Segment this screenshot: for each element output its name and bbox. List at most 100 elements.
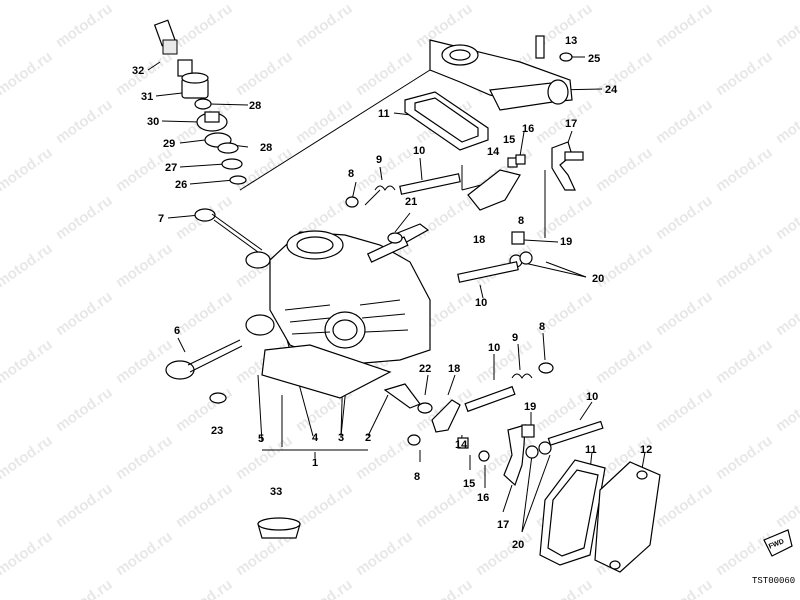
- watermark-text: motod.ru: [713, 48, 776, 99]
- callout-15: 15: [463, 478, 475, 490]
- watermark-text: motod.ru: [773, 0, 800, 51]
- watermark-text: motod.ru: [593, 144, 656, 195]
- watermark-text: motod.ru: [593, 48, 656, 99]
- callout-19: 19: [524, 401, 536, 413]
- callout-9: 9: [376, 154, 382, 166]
- callout-24: 24: [605, 84, 618, 96]
- watermark-text: motod.ru: [653, 288, 716, 339]
- callout-26: 26: [175, 179, 187, 191]
- callout-22: 22: [419, 363, 431, 375]
- watermark-text: motod.ru: [233, 48, 296, 99]
- watermark-text: motod.ru: [113, 336, 176, 387]
- callout-labels: 32 31 28 30 29 28 27 26 13 25 24 11 15 1…: [132, 35, 652, 551]
- callout-17: 17: [497, 519, 509, 531]
- callout-28: 28: [249, 100, 261, 112]
- watermark-text: motod.ru: [0, 0, 56, 3]
- watermark-text: motod.ru: [53, 480, 116, 531]
- watermark-text: motod.ru: [173, 288, 236, 339]
- watermark-text: motod.ru: [773, 384, 800, 435]
- callout-4: 4: [312, 432, 319, 444]
- callout-8: 8: [539, 321, 545, 333]
- callout-14: 14: [487, 146, 500, 158]
- callout-13: 13: [565, 35, 577, 47]
- callout-32: 32: [132, 65, 144, 77]
- watermark-text: motod.ru: [53, 288, 116, 339]
- watermark-text: motod.ru: [593, 0, 656, 3]
- callout-16: 16: [477, 492, 489, 504]
- watermark-text: motod.ru: [653, 480, 716, 531]
- watermark-text: motod.ru: [293, 480, 356, 531]
- callout-30: 30: [147, 116, 159, 128]
- callout-31: 31: [141, 91, 153, 103]
- callout-28: 28: [260, 142, 272, 154]
- callout-8: 8: [414, 471, 420, 483]
- watermark-text: motod.ru: [773, 480, 800, 531]
- callout-2: 2: [365, 432, 371, 444]
- watermark-text: motod.ru: [293, 0, 356, 51]
- watermark-text: motod.ru: [473, 528, 536, 579]
- watermark-text: motod.ru: [173, 480, 236, 531]
- callout-9: 9: [512, 332, 518, 344]
- callout-25: 25: [588, 53, 600, 65]
- watermark-text: motod.ru: [53, 0, 116, 51]
- watermark-text: motod.ru: [713, 240, 776, 291]
- callout-27: 27: [165, 162, 177, 174]
- callout-10: 10: [475, 297, 487, 309]
- watermark-text: motod.ru: [413, 576, 476, 600]
- callout-23: 23: [211, 425, 223, 437]
- watermark-text: motod.ru: [713, 528, 776, 579]
- callout-8: 8: [518, 215, 524, 227]
- watermark-text: motod.ru: [233, 0, 296, 3]
- watermark-text: motod.ru: [653, 384, 716, 435]
- watermark-text: motod.ru: [353, 0, 416, 3]
- callout-11: 11: [585, 444, 597, 456]
- watermark-text: motod.ru: [413, 192, 476, 243]
- watermark-text: motod.ru: [113, 0, 176, 3]
- watermark-text: motod.ru: [713, 144, 776, 195]
- callout-20: 20: [592, 273, 604, 285]
- watermark-text: motod.ru: [53, 576, 116, 600]
- callout-16: 16: [522, 123, 534, 135]
- callout-3: 3: [338, 432, 344, 444]
- callout-19: 19: [560, 236, 572, 248]
- parts-shapes: [153, 19, 793, 573]
- watermark-text: motod.ru: [653, 0, 716, 51]
- callout-1: 1: [312, 457, 318, 469]
- callout-20: 20: [512, 539, 524, 551]
- watermark-text: motod.ru: [53, 384, 116, 435]
- watermark-text: motod.ru: [293, 576, 356, 600]
- watermark-text: motod.ru: [0, 336, 56, 387]
- watermark-text: motod.ru: [713, 336, 776, 387]
- watermark-text: motod.ru: [773, 288, 800, 339]
- callout-11: 11: [378, 108, 390, 120]
- callout-10: 10: [586, 391, 598, 403]
- watermark-text: motod.ru: [0, 432, 56, 483]
- callout-10: 10: [413, 145, 425, 157]
- watermark-text: motod.ru: [353, 48, 416, 99]
- callout-7: 7: [158, 213, 164, 225]
- watermark-text: motod.ru: [713, 0, 776, 3]
- watermark-text: motod.ru: [53, 96, 116, 147]
- watermark-text: motod.ru: [533, 576, 596, 600]
- watermark-text: motod.ru: [113, 528, 176, 579]
- watermark-text: motod.ru: [293, 96, 356, 147]
- callout-14: 14: [455, 439, 468, 451]
- watermark-text: motod.ru: [353, 432, 416, 483]
- callout-21: 21: [405, 196, 417, 208]
- callout-10: 10: [488, 342, 500, 354]
- watermark-text: motod.ru: [353, 528, 416, 579]
- callout-18: 18: [473, 234, 485, 246]
- callout-18: 18: [448, 363, 460, 375]
- watermark-text: motod.ru: [173, 576, 236, 600]
- callout-8: 8: [348, 168, 354, 180]
- watermark-text: motod.ru: [653, 192, 716, 243]
- watermark-text: motod.ru: [53, 192, 116, 243]
- watermark-text: motod.ru: [0, 528, 56, 579]
- watermark-text: motod.ru: [113, 240, 176, 291]
- watermark-text: motod.ru: [0, 144, 56, 195]
- callout-17: 17: [565, 118, 577, 130]
- watermark-text: motod.ru: [473, 336, 536, 387]
- watermark-text: motod.ru: [0, 48, 56, 99]
